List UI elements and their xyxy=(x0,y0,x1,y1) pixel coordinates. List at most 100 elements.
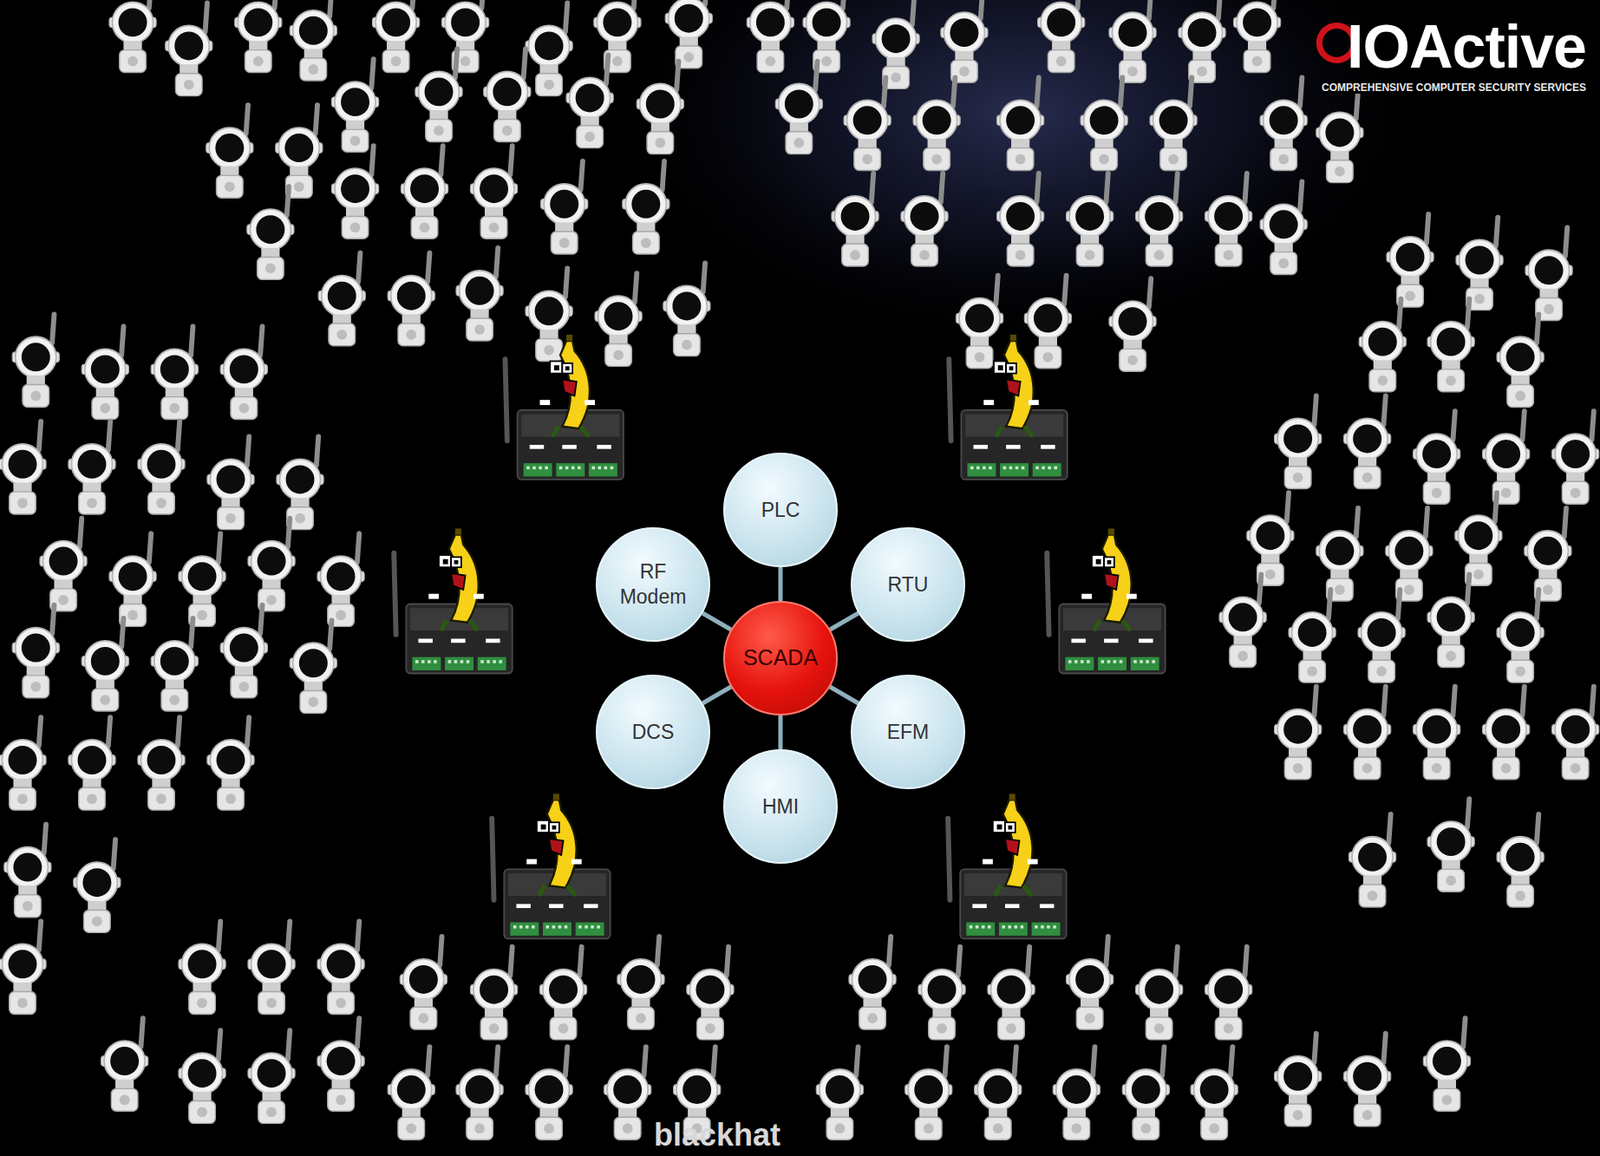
wireless-sensor xyxy=(456,248,503,341)
wireless-sensor xyxy=(1038,0,1085,73)
wireless-sensor xyxy=(150,326,198,419)
wireless-sensor xyxy=(636,61,684,155)
wireless-sensor xyxy=(220,326,268,419)
wireless-sensor xyxy=(872,0,920,89)
component-circle: DCS xyxy=(595,674,711,790)
wireless-sensor xyxy=(918,946,966,1040)
wireless-sensor xyxy=(594,0,641,73)
component-circle: HMI xyxy=(723,749,838,864)
wireless-sensor xyxy=(276,437,324,530)
wireless-sensor xyxy=(604,1046,652,1140)
wireless-sensor xyxy=(289,620,337,713)
wireless-sensor xyxy=(317,920,365,1014)
wireless-sensor xyxy=(137,421,185,515)
wireless-sensor xyxy=(399,936,447,1030)
wireless-sensor xyxy=(622,161,670,255)
wireless-sensor xyxy=(178,533,226,627)
wireless-sensor xyxy=(539,946,587,1040)
wireless-sensor xyxy=(0,920,46,1014)
wireless-sensor xyxy=(12,605,59,699)
connector-line xyxy=(829,686,859,704)
wireless-sensor xyxy=(0,421,46,515)
wireless-sensor xyxy=(207,717,255,810)
wireless-sensor xyxy=(109,0,157,73)
wireless-sensor xyxy=(1260,77,1307,170)
wireless-sensor xyxy=(1274,1033,1322,1127)
wireless-sensor xyxy=(456,1046,503,1140)
wireless-sensor xyxy=(997,173,1045,267)
wireless-sensor xyxy=(483,48,531,142)
wireless-sensor xyxy=(1136,173,1183,267)
wireless-sensor xyxy=(1122,1046,1169,1140)
component-circle: EFM xyxy=(850,674,966,790)
wireless-sensor xyxy=(1205,946,1253,1040)
connector xyxy=(780,715,782,750)
wireless-sensor xyxy=(901,173,948,267)
wireless-sensor xyxy=(665,0,712,69)
wireless-sensor xyxy=(1427,798,1475,892)
wireless-sensor xyxy=(220,605,268,699)
wireless-sensor xyxy=(594,273,642,366)
wireless-sensor xyxy=(1423,1018,1470,1111)
wireless-sensor xyxy=(1413,411,1461,504)
wireless-sensor xyxy=(317,1018,365,1111)
wireless-sensor xyxy=(1348,814,1396,908)
wireless-sensor xyxy=(617,936,665,1030)
wireless-sensor xyxy=(248,518,295,612)
wireless-sensor xyxy=(178,1030,226,1124)
wireless-sensor xyxy=(525,1046,573,1140)
wireless-sensor xyxy=(843,77,891,170)
wireless-sensor xyxy=(1178,0,1226,83)
node-label: DCS xyxy=(632,719,675,745)
wireless-sensor xyxy=(400,145,448,239)
wireless-sensor xyxy=(1219,574,1267,667)
wireless-sensor xyxy=(803,0,850,73)
connector-line xyxy=(829,613,859,630)
wireless-sensor xyxy=(1496,313,1544,407)
wireless-sensor xyxy=(470,145,517,239)
gateway-device xyxy=(1046,528,1165,673)
wireless-sensor xyxy=(541,161,588,255)
wireless-sensor xyxy=(1344,686,1392,780)
wireless-sensor xyxy=(525,3,573,97)
wireless-sensor xyxy=(101,1018,149,1111)
node-label: PLC xyxy=(761,497,801,523)
wireless-sensor xyxy=(1066,936,1114,1030)
wireless-sensor xyxy=(1205,173,1253,267)
wireless-sensor xyxy=(1386,214,1434,307)
wireless-sensor xyxy=(81,326,129,419)
wireless-sensor xyxy=(1413,686,1461,780)
wireless-sensor xyxy=(442,0,490,73)
wireless-sensor xyxy=(81,618,129,712)
wireless-sensor xyxy=(317,533,365,627)
wireless-sensor xyxy=(987,946,1035,1040)
wireless-sensor xyxy=(775,61,823,155)
wireless-sensor xyxy=(566,55,614,149)
node-label: SCADA xyxy=(743,644,818,672)
wireless-sensor xyxy=(940,0,988,83)
wireless-sensor xyxy=(1552,411,1600,504)
wireless-sensor xyxy=(1455,492,1503,586)
wireless-sensor xyxy=(1024,275,1072,369)
wireless-sensor xyxy=(1524,508,1572,601)
node-label: RF Modem xyxy=(616,559,690,610)
node-label: HMI xyxy=(762,794,799,820)
wireless-sensor xyxy=(1274,395,1322,489)
connector xyxy=(702,686,732,704)
wireless-sensor xyxy=(39,518,87,612)
wireless-sensor xyxy=(686,946,734,1040)
node-label: RTU xyxy=(888,572,929,598)
gateway-device xyxy=(947,793,1066,939)
connector-line xyxy=(778,567,784,601)
wireless-sensor xyxy=(73,839,121,933)
wireless-sensor xyxy=(248,920,295,1014)
connector xyxy=(829,686,859,704)
wireless-sensor xyxy=(1427,574,1475,667)
wireless-sensor xyxy=(1525,227,1573,320)
logo-wordmark: IOActive xyxy=(1345,12,1588,82)
wireless-sensor xyxy=(1344,395,1392,489)
component-circle: RTU xyxy=(850,527,966,642)
wireless-sensor xyxy=(1316,508,1364,601)
wireless-sensor xyxy=(746,0,794,73)
